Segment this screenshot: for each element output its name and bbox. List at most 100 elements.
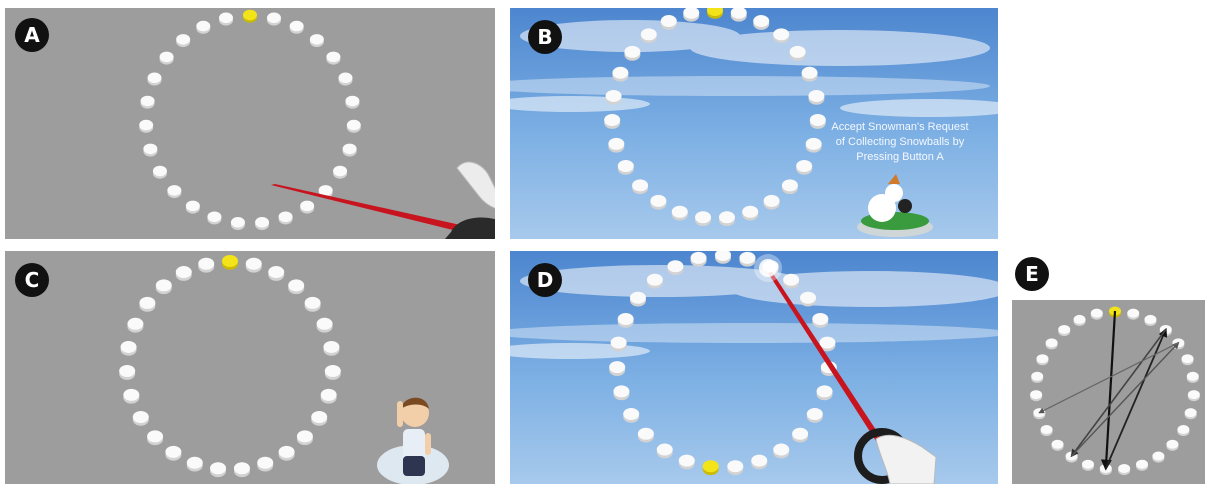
snowball	[346, 119, 361, 131]
snowball	[715, 251, 731, 261]
snowball	[730, 8, 747, 19]
snowball	[1186, 371, 1199, 381]
ring-c	[119, 255, 449, 484]
snowball	[1073, 314, 1086, 324]
snowball	[185, 200, 200, 212]
panel-label-a: A	[15, 18, 49, 52]
snowball	[656, 443, 673, 456]
snowball	[1144, 314, 1157, 324]
snowman-icon	[857, 174, 933, 237]
snowball	[1127, 308, 1140, 318]
panel-c: C	[5, 251, 495, 484]
snowball	[1081, 459, 1094, 469]
snowball	[230, 217, 245, 228]
snowball	[1166, 439, 1179, 449]
snowball	[1030, 390, 1043, 400]
snowball	[763, 194, 780, 207]
snowball	[637, 427, 654, 440]
snowball	[119, 365, 136, 378]
movement-arrows	[1038, 310, 1180, 471]
snowball	[727, 460, 744, 473]
movement-arrow	[1100, 310, 1117, 471]
snowball	[288, 279, 305, 292]
snowball	[1045, 338, 1058, 348]
snowball	[1187, 390, 1200, 400]
movement-arrow	[1070, 329, 1167, 458]
snowball	[127, 317, 144, 330]
snowball	[667, 260, 684, 273]
avatar-icon	[377, 397, 449, 484]
snowball	[742, 205, 759, 218]
snowball	[806, 408, 823, 420]
snowball	[316, 317, 333, 330]
snowball	[300, 200, 315, 212]
panel-label-b: B	[528, 20, 562, 54]
panel-d: D	[510, 251, 998, 484]
snowball	[1031, 371, 1044, 381]
snowball	[257, 456, 274, 469]
snowball	[773, 28, 790, 41]
snowball	[605, 89, 622, 102]
snowball	[323, 340, 340, 353]
target-balls	[119, 255, 341, 478]
snowball	[613, 385, 630, 398]
snowball	[819, 336, 836, 349]
snowball	[1181, 354, 1194, 364]
ring-e	[1030, 306, 1200, 476]
snowball	[309, 34, 324, 45]
snowball	[751, 454, 768, 467]
snowball	[345, 95, 360, 107]
snowball	[311, 411, 328, 423]
snowball	[175, 266, 192, 279]
snowball	[678, 454, 695, 467]
panel-label-e: E	[1015, 257, 1049, 291]
snowball	[632, 179, 649, 192]
snowball	[624, 45, 641, 58]
snowball	[278, 445, 295, 458]
snowball	[671, 205, 688, 218]
laser-beam	[768, 272, 882, 441]
snowball	[123, 388, 140, 401]
target-balls	[139, 9, 361, 230]
panel-b: B Accept Snowman's Request of Collecting…	[510, 8, 998, 239]
snowball	[1184, 408, 1197, 418]
ring-b	[510, 8, 998, 237]
ring-d	[510, 251, 998, 484]
snowball	[147, 430, 164, 443]
snowball	[796, 160, 813, 172]
snowball	[812, 313, 829, 326]
snowball	[610, 336, 627, 349]
snowball	[120, 340, 137, 353]
snowball	[320, 388, 337, 401]
snowball	[609, 361, 626, 374]
snowball	[753, 15, 770, 28]
snowball	[809, 114, 826, 127]
snowball	[695, 211, 712, 224]
snowball	[690, 251, 707, 264]
panel-label-d: D	[528, 263, 562, 297]
snowball	[629, 291, 646, 304]
snowball	[139, 296, 156, 309]
snowball	[155, 279, 172, 292]
snowball	[132, 411, 149, 423]
snowball	[808, 89, 825, 102]
snowball	[1152, 451, 1165, 461]
snowball	[255, 217, 270, 228]
target-balls	[1030, 306, 1200, 476]
snowball	[789, 45, 806, 58]
snowball	[1065, 451, 1078, 461]
snowball	[1136, 459, 1149, 469]
snowball	[792, 427, 809, 440]
snowball	[278, 211, 293, 222]
snowball	[718, 211, 735, 224]
snowball	[612, 66, 629, 79]
snowball	[1118, 463, 1131, 473]
snowball	[167, 185, 182, 196]
clouds	[510, 20, 998, 117]
sparkle-icon	[754, 254, 782, 282]
snowball	[152, 165, 167, 177]
snowball	[683, 8, 700, 19]
snowball	[783, 273, 800, 286]
snowball	[650, 194, 667, 207]
snowball	[1177, 425, 1190, 434]
